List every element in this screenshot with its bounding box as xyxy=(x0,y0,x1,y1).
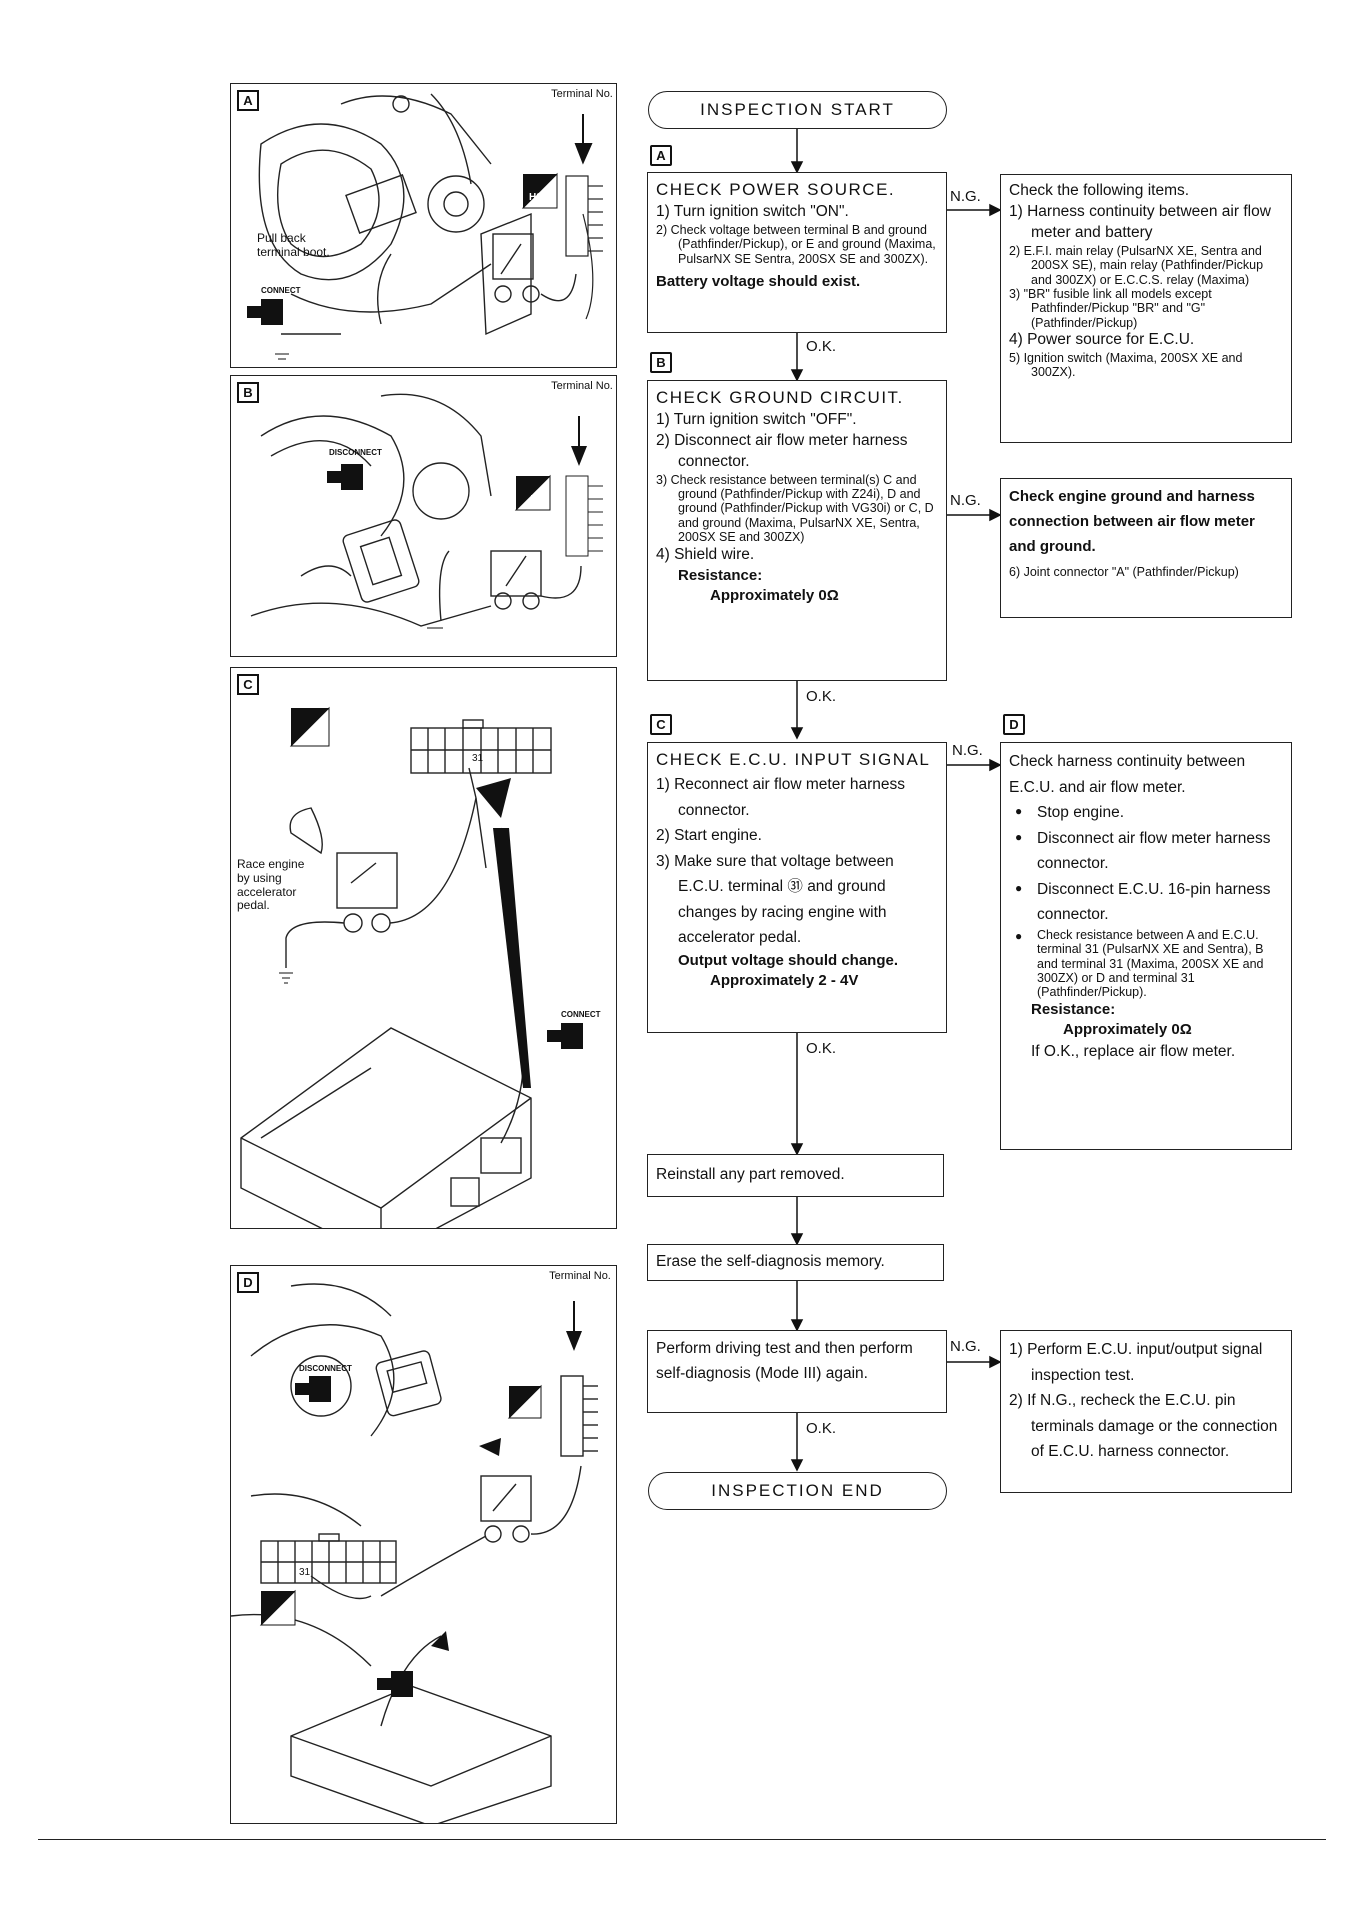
step-a-title: CHECK POWER SOURCE. xyxy=(656,180,896,199)
ng-a-title: Check the following items. xyxy=(1009,182,1190,199)
step-c-result-2: Approximately 2 - 4V xyxy=(710,972,859,990)
figure-a-connect: CONNECT xyxy=(261,286,301,295)
ng-label-drive: N.G. xyxy=(950,1338,981,1355)
ok-label-a: O.K. xyxy=(806,338,837,355)
ok-label-c: O.K. xyxy=(806,1040,837,1057)
step-a-line-1: 1) Turn ignition switch "ON". xyxy=(656,202,849,220)
ng-a-box: Check the following items. 1) Harness co… xyxy=(1000,174,1292,443)
ng-c-bullet-1: Stop engine. xyxy=(1009,800,1283,826)
ng-a-item-3: 3) "BR" fusible link all models except P… xyxy=(1009,286,1212,330)
figure-c-connect: CONNECT xyxy=(561,1010,601,1019)
step-a-box: CHECK POWER SOURCE. 1) Turn ignition swi… xyxy=(647,172,947,333)
step-c-line-3: 3) Make sure that voltage between E.C.U.… xyxy=(656,852,894,947)
reinstall-text: Reinstall any part removed. xyxy=(656,1166,845,1183)
step-c-box: CHECK E.C.U. INPUT SIGNAL 1) Reconnect a… xyxy=(647,742,947,1033)
figure-b: B Terminal No. TS xyxy=(230,375,617,657)
ng-a-item-2: 2) E.F.I. main relay (PulsarNX XE, Sentr… xyxy=(1009,243,1264,287)
figure-c-badge: HS xyxy=(311,730,325,741)
step-b-title: CHECK GROUND CIRCUIT. xyxy=(656,388,904,407)
ng-label-b: N.G. xyxy=(950,492,981,509)
figure-d-badge-hs: HS xyxy=(277,1609,291,1620)
step-a-letter: A xyxy=(650,145,672,166)
figure-a-terminal-label: Terminal No. xyxy=(551,88,613,100)
step-c-line-1: 1) Reconnect air flow meter harness conn… xyxy=(656,775,905,819)
figure-c: C xyxy=(230,667,617,1229)
figure-b-drawing xyxy=(250,393,603,629)
ng-a-item-5: 5) Ignition switch (Maxima, 200SX XE and… xyxy=(1009,350,1243,380)
figure-a-letter: A xyxy=(237,90,259,111)
figure-c-letter: C xyxy=(237,674,259,695)
step-b-line-1: 1) Turn ignition switch "OFF". xyxy=(656,410,857,428)
ng-c-res-value: Approximately 0Ω xyxy=(1063,1021,1192,1039)
ng-label-a: N.G. xyxy=(950,188,981,205)
step-b-line-2: 2) Disconnect air flow meter harness con… xyxy=(656,431,908,470)
figure-b-disconnect: DISCONNECT xyxy=(329,448,382,457)
ng-c-res-label: Resistance: xyxy=(1031,1000,1116,1018)
figure-b-badge: TS xyxy=(531,494,544,505)
ng-c-bullet-3: Disconnect E.C.U. 16-pin harness connect… xyxy=(1009,877,1283,928)
step-a-result: Battery voltage should exist. xyxy=(656,272,861,290)
figure-c-drawing xyxy=(240,706,583,1228)
drive-text: Perform driving test and then perform se… xyxy=(656,1340,913,1382)
figure-b-letter: B xyxy=(237,382,259,403)
ok-label-drive: O.K. xyxy=(806,1420,837,1437)
figure-a-badge: HS xyxy=(529,192,543,203)
figure-d-letter: D xyxy=(237,1272,259,1293)
step-a-line-2: 2) Check voltage between terminal B and … xyxy=(656,222,936,266)
figure-c-pin: 31 xyxy=(472,753,484,764)
step-c-letter: C xyxy=(650,714,672,735)
erase-text: Erase the self-diagnosis memory. xyxy=(656,1253,885,1270)
ng-b-box: Check engine ground and harness connecti… xyxy=(1000,478,1292,618)
step-b-line-4: 4) Shield wire. xyxy=(656,545,755,563)
figure-d: D xyxy=(230,1265,617,1824)
ng-drive-box: 1) Perform E.C.U. input/output signal in… xyxy=(1000,1330,1292,1493)
step-c-title: CHECK E.C.U. INPUT SIGNAL xyxy=(656,750,931,769)
figure-a-note: Pull back terminal boot. xyxy=(257,231,330,259)
figure-d-pin: 31 xyxy=(299,1567,311,1578)
figure-d-drawing xyxy=(231,1283,598,1823)
drive-box: Perform driving test and then perform se… xyxy=(647,1330,947,1413)
ng-c-box: Check harness continuity between E.C.U. … xyxy=(1000,742,1292,1150)
figure-c-note: Race engine by using accelerator pedal. xyxy=(237,857,305,913)
figure-d-terminal-label: Terminal No. xyxy=(549,1270,611,1282)
ng-b-item-6: 6) Joint connector "A" (Pathfinder/Picku… xyxy=(1009,565,1239,580)
ng-a-item-4: 4) Power source for E.C.U. xyxy=(1009,331,1195,349)
figure-d-disconnect: DISCONNECT xyxy=(299,1364,352,1373)
figure-a: A xyxy=(230,83,617,368)
ng-drive-item-1: 1) Perform E.C.U. input/output signal in… xyxy=(1009,1341,1263,1384)
ng-c-bullet-2: Disconnect air flow meter harness connec… xyxy=(1009,826,1283,877)
ng-drive-item-2: 2) If N.G., recheck the E.C.U. pin termi… xyxy=(1009,1392,1278,1461)
ok-label-b: O.K. xyxy=(806,688,837,705)
ng-c-tail: If O.K., replace air flow meter. xyxy=(1031,1043,1236,1061)
step-b-box: CHECK GROUND CIRCUIT. 1) Turn ignition s… xyxy=(647,380,947,681)
ng-b-title: Check engine ground and harness connecti… xyxy=(1009,488,1255,555)
step-b-letter: B xyxy=(650,352,672,373)
ng-c-bullet-4: Check resistance between A and E.C.U. te… xyxy=(1009,928,1283,1000)
ng-label-c: N.G. xyxy=(952,742,983,759)
step-c-line-2: 2) Start engine. xyxy=(656,827,762,845)
inspection-end: INSPECTION END xyxy=(648,1472,947,1510)
step-b-res-value: Approximately 0Ω xyxy=(710,586,839,604)
step-b-res-label: Resistance: xyxy=(678,566,763,584)
inspection-start: INSPECTION START xyxy=(648,91,947,129)
erase-box: Erase the self-diagnosis memory. xyxy=(647,1244,944,1281)
footer-rule xyxy=(38,1839,1326,1840)
figure-a-drawing xyxy=(247,93,603,360)
step-b-line-3: 3) Check resistance between terminal(s) … xyxy=(656,472,934,545)
ng-c-title: Check harness continuity between E.C.U. … xyxy=(1009,753,1246,796)
figure-d-badge-ts: TS xyxy=(524,1404,537,1415)
ng-c-letter: D xyxy=(1003,714,1025,735)
reinstall-box: Reinstall any part removed. xyxy=(647,1154,944,1197)
ng-a-item-1: 1) Harness continuity between air flow m… xyxy=(1009,202,1271,241)
step-c-result: Output voltage should change. xyxy=(678,951,899,969)
figure-b-terminal-label: Terminal No. xyxy=(551,380,613,392)
